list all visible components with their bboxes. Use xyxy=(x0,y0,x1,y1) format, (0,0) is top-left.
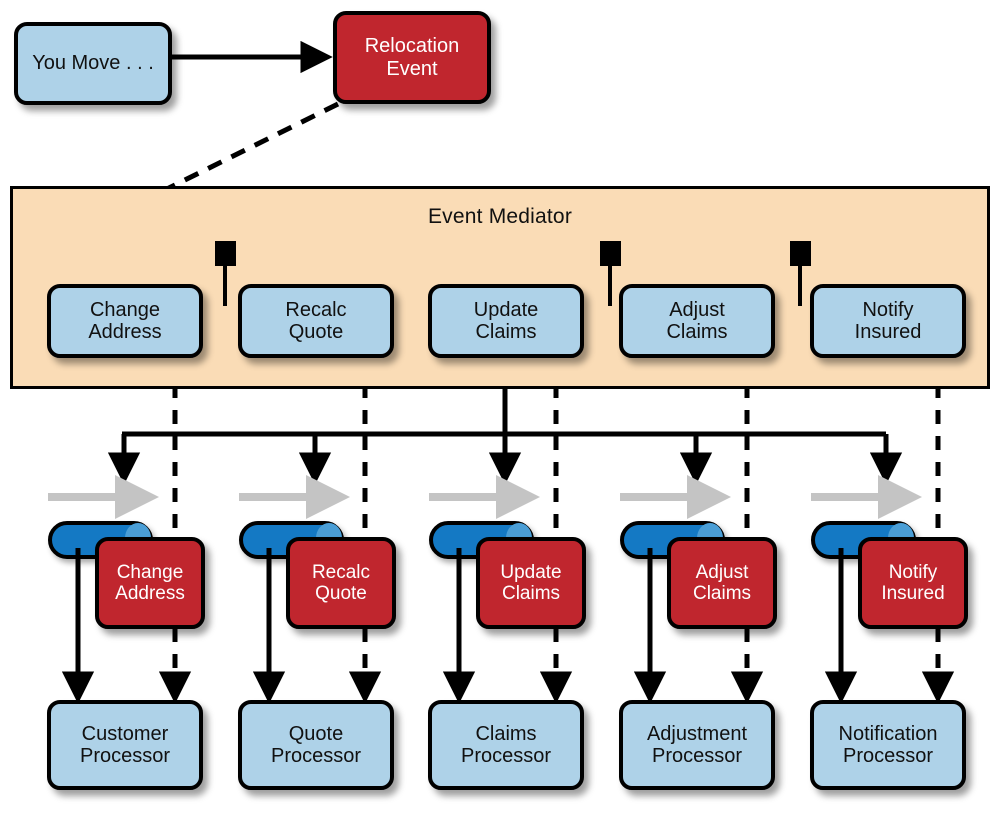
processor-adjustment[interactable]: Adjustment Processor xyxy=(619,700,775,790)
event-box-change-address[interactable]: Change Address xyxy=(95,537,205,629)
relocation-event-box[interactable]: Relocation Event xyxy=(333,11,491,104)
processor-label: Notification Processor xyxy=(838,722,938,767)
trigger-you-move-box[interactable]: You Move . . . xyxy=(14,22,172,105)
event-channel-stem-1 xyxy=(223,264,227,306)
mediator-step-label: Notify Insured xyxy=(854,298,922,343)
event-channel-marker-1 xyxy=(215,241,236,266)
mediator-step-label: Recalc Quote xyxy=(285,298,347,343)
relocation-event-label: Relocation Event xyxy=(364,35,460,80)
event-box-recalc-quote[interactable]: Recalc Quote xyxy=(286,537,396,629)
mediator-step-label: Change Address xyxy=(88,298,162,343)
event-box-label: Adjust Claims xyxy=(692,561,752,604)
mediator-step-label: Adjust Claims xyxy=(666,298,728,343)
event-box-notify-insured[interactable]: Notify Insured xyxy=(858,537,968,629)
event-box-adjust-claims[interactable]: Adjust Claims xyxy=(667,537,777,629)
event-channel-stem-3 xyxy=(798,264,802,306)
mediator-step-change-address[interactable]: Change Address xyxy=(47,284,203,358)
event-box-label: Change Address xyxy=(115,561,185,604)
event-channel-marker-3 xyxy=(790,241,811,266)
event-box-label: Notify Insured xyxy=(881,561,945,604)
trigger-you-move-label: You Move . . . xyxy=(32,52,154,75)
wire-event-dashed-to-processor xyxy=(158,628,955,704)
mediator-step-update-claims[interactable]: Update Claims xyxy=(428,284,584,358)
processor-customer[interactable]: Customer Processor xyxy=(47,700,203,790)
processor-label: Customer Processor xyxy=(79,722,171,767)
mediator-step-notify-insured[interactable]: Notify Insured xyxy=(810,284,966,358)
event-box-label: Update Claims xyxy=(500,561,562,604)
processor-notification[interactable]: Notification Processor xyxy=(810,700,966,790)
processor-quote[interactable]: Quote Processor xyxy=(238,700,394,790)
event-box-label: Recalc Quote xyxy=(311,561,371,604)
mediator-step-adjust-claims[interactable]: Adjust Claims xyxy=(619,284,775,358)
event-channel-marker-2 xyxy=(600,241,621,266)
event-channel-stem-2 xyxy=(608,264,612,306)
processor-label: Adjustment Processor xyxy=(646,722,748,767)
mediator-step-recalc-quote[interactable]: Recalc Quote xyxy=(238,284,394,358)
processor-claims[interactable]: Claims Processor xyxy=(428,700,584,790)
mediator-title: Event Mediator xyxy=(427,205,573,228)
processor-label: Claims Processor xyxy=(460,722,552,767)
processor-label: Quote Processor xyxy=(270,722,362,767)
event-box-update-claims[interactable]: Update Claims xyxy=(476,537,586,629)
mediator-step-label: Update Claims xyxy=(473,298,539,343)
